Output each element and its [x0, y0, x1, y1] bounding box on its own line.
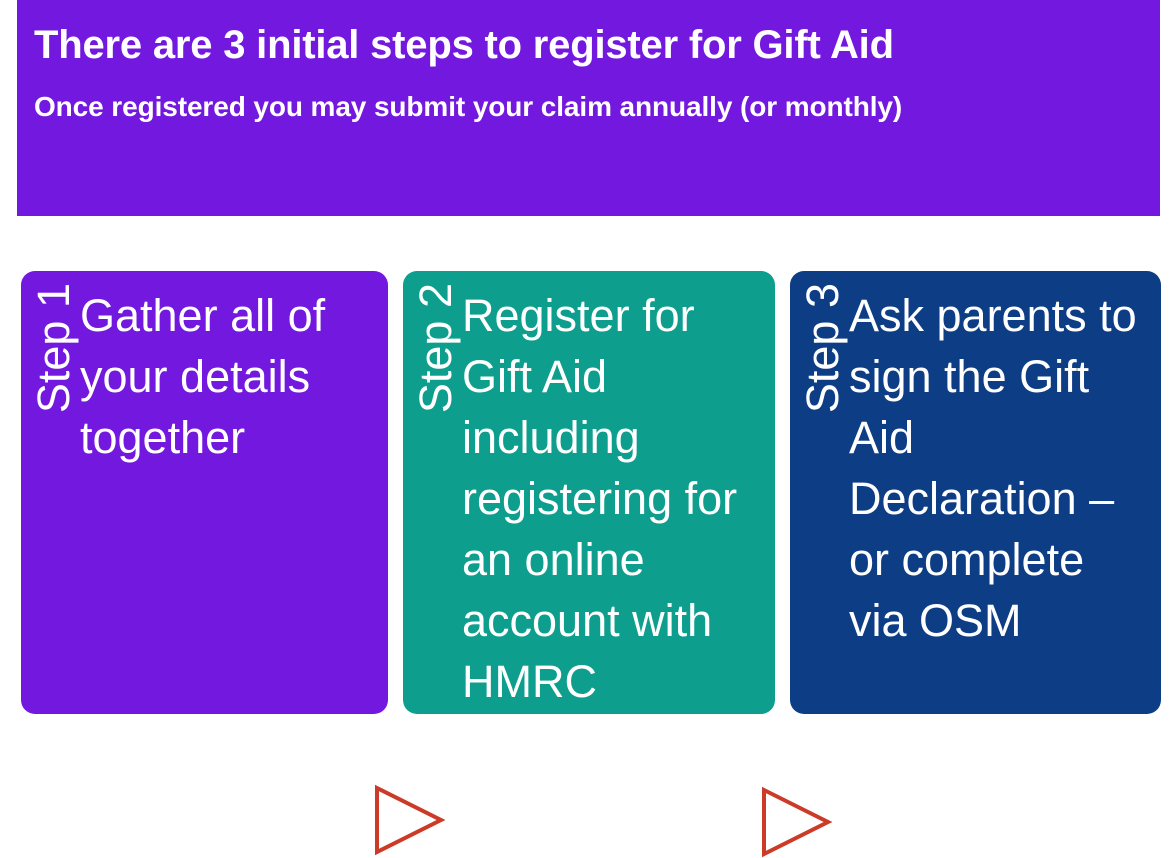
step-card-1: Step 1 Gather all of your details togeth…	[21, 271, 388, 714]
step-1-text: Gather all of your details together	[80, 290, 326, 463]
step-3-text: Ask parents to sign the Gift Aid Declara…	[849, 290, 1137, 646]
arrow-right-icon-2	[760, 786, 832, 858]
step-2-label: Step 2	[410, 283, 461, 414]
header-banner: There are 3 initial steps to register fo…	[17, 0, 1160, 216]
step-card-3: Step 3 Ask parents to sign the Gift Aid …	[790, 271, 1161, 714]
steps-row: Step 1 Gather all of your details togeth…	[0, 271, 1172, 858]
arrow-right-icon-1	[373, 784, 445, 856]
step-2-text: Register for Gift Aid including register…	[462, 290, 738, 707]
page-title: There are 3 initial steps to register fo…	[34, 23, 894, 67]
arrow-triangle-1	[375, 784, 445, 856]
step-1-label: Step 1	[28, 283, 79, 414]
step-3-label: Step 3	[797, 283, 848, 414]
step-card-2: Step 2 Register for Gift Aid including r…	[403, 271, 775, 714]
arrow-triangle-2	[762, 786, 832, 858]
page-subtitle: Once registered you may submit your clai…	[34, 91, 903, 123]
